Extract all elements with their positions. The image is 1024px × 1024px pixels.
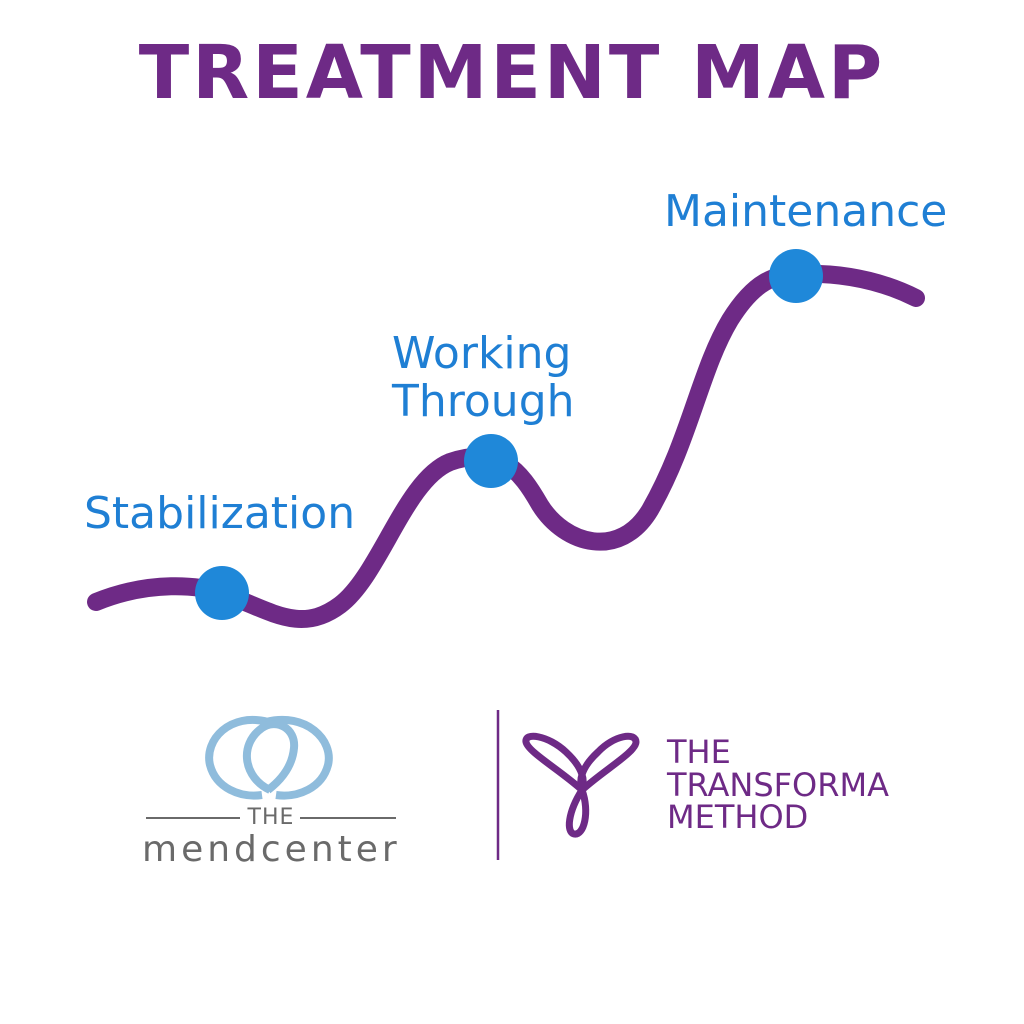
stage-marker-working-through xyxy=(464,434,518,488)
stage-label-stabilization: Stabilization xyxy=(84,488,356,539)
transforma-wordmark: THE TRANSFORMA METHOD xyxy=(667,736,889,834)
stage-label-working-through: Working Through xyxy=(392,328,575,428)
logo-row xyxy=(146,710,640,860)
stage-marker-stabilization xyxy=(195,566,249,620)
transforma-line-2: TRANSFORMA xyxy=(667,765,889,804)
stage-label-maintenance: Maintenance xyxy=(664,186,948,237)
treatment-curve-diagram xyxy=(87,249,925,628)
treatment-curve xyxy=(87,264,925,628)
page-title: TREATMENT MAP xyxy=(138,30,886,116)
transforma-line-1: THE xyxy=(667,733,731,771)
stage-marker-maintenance xyxy=(769,249,823,303)
transforma-line-3: METHOD xyxy=(667,798,809,837)
mendcenter-the: THE xyxy=(247,805,295,830)
interlocking-rings-icon xyxy=(205,716,333,800)
trefoil-loop-icon xyxy=(522,732,640,838)
mendcenter-name: mendcenter xyxy=(142,829,401,870)
